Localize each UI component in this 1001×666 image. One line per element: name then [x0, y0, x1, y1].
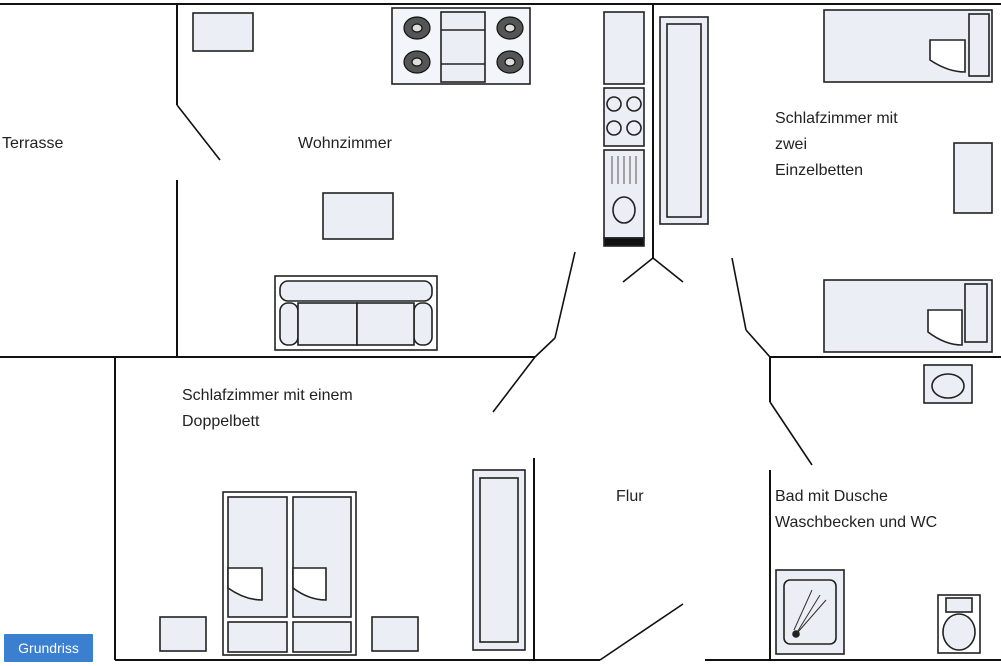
floor-plan-badge[interactable]: Grundriss [4, 634, 93, 662]
cabinet [192, 12, 254, 52]
room-label-living-room: Wohnzimmer [298, 135, 392, 152]
door-swings [176, 104, 813, 661]
nightstand-right [371, 616, 419, 652]
room-label-twin-bedroom: Schlafzimmer mit zwei Einzelbetten [775, 110, 898, 179]
hob [603, 87, 645, 147]
room-label-hall: Flur [616, 488, 644, 505]
nightstand [953, 142, 993, 214]
bed-single-top [823, 9, 993, 83]
furniture [159, 7, 993, 656]
bed-single-bottom [823, 279, 993, 353]
coffee-table [322, 192, 394, 240]
room-label-terrace: Terrasse [2, 135, 64, 152]
nightstand-left [159, 616, 207, 652]
room-label-bathroom: Bad mit Dusche Waschbecken und WC [775, 488, 938, 531]
burner-icon [403, 16, 524, 74]
room-label-double-bedroom: Schlafzimmer mit einem Doppelbett [182, 387, 353, 430]
walls [0, 3, 1001, 661]
fridge [603, 11, 645, 85]
